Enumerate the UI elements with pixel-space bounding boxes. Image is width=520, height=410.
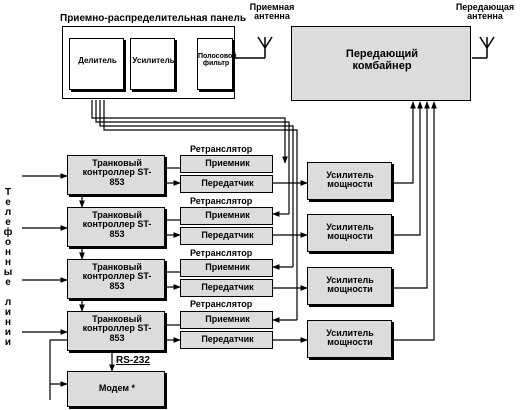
tx-antenna-icon [472, 36, 495, 59]
trunk-controller-label: Транковый контроллер ST-853 [82, 210, 152, 239]
power-amplifier: Усилитель мощности [307, 320, 392, 358]
phone-line-inputs [22, 173, 68, 335]
rx-distribution-lines [91, 100, 298, 323]
combiner-label: Передающий комбайнер [345, 48, 419, 72]
transmitter-label: Передатчик [201, 282, 254, 292]
divider-block: Делитель [69, 38, 124, 90]
power-amp-label: Усилитель мощности [326, 170, 374, 190]
amplifier-block: Усилитель [130, 38, 175, 90]
power-amp-label: Усилитель мощности [326, 275, 374, 295]
phone-lines-letter: и [4, 337, 12, 348]
power-amp-label: Усилитель мощности [326, 328, 374, 348]
phone-lines-letter: и [4, 307, 12, 318]
receiver-label: Приемник [205, 210, 250, 220]
trunk-controller: Транковый контроллер ST-853 [67, 311, 165, 351]
transmitter-label: Передатчик [201, 334, 254, 344]
power-amplifier: Усилитель мощности [307, 162, 392, 200]
rx-antenna-label: Приемная антенна [249, 2, 295, 22]
repeater-transmitter: Передатчик [180, 175, 273, 193]
amp-to-combiner-lines [392, 101, 437, 341]
repeater-receiver: Приемник [180, 207, 273, 225]
power-amp-label: Усилитель мощности [326, 222, 374, 242]
power-amplifier: Усилитель мощности [307, 214, 392, 252]
receiver-label: Приемник [205, 158, 250, 168]
transmitter-label: Передатчик [201, 230, 254, 240]
trunk-controller: Транковый контроллер ST-853 [67, 155, 165, 195]
modem-label: Модем * [98, 383, 136, 393]
phone-lines-letter: н [4, 247, 12, 258]
rx-antenna-icon [235, 36, 273, 59]
phone-lines-letter: л [4, 207, 12, 218]
phone-lines-letter: е [5, 217, 11, 228]
phone-lines-letter: е [5, 197, 11, 208]
phone-lines-letter: е [5, 277, 11, 288]
trunk-controller-label: Транковый контроллер ST-853 [82, 314, 152, 343]
filter-label: Полосовой фильтр [198, 53, 237, 68]
tx-antenna-label: Передающая антенна [455, 2, 515, 22]
phone-lines-letter: л [4, 297, 12, 308]
repeater-transmitter: Передатчик [180, 331, 273, 349]
repeater-transmitter: Передатчик [180, 279, 273, 297]
panel-title: Приемно-распределительная панель [60, 13, 246, 24]
bandpass-filter-block: Полосовой фильтр [197, 38, 237, 90]
repeater-receiver: Приемник [180, 259, 273, 277]
trunk-controller-label: Транковый контроллер ST-853 [82, 158, 152, 187]
phone-lines-letter: н [4, 257, 12, 268]
receiver-label: Приемник [205, 314, 250, 324]
repeater-receiver: Приемник [180, 311, 273, 329]
divider-label: Делитель [78, 56, 117, 65]
modem: Модем * [67, 371, 165, 407]
trunk-controller: Транковый контроллер ST-853 [67, 259, 165, 299]
repeater-title: Ретранслятор [190, 144, 253, 154]
repeater-title: Ретранслятор [190, 196, 253, 206]
repeater-transmitter: Передатчик [180, 227, 273, 245]
receiver-label: Приемник [205, 262, 250, 272]
phone-lines-letter: ы [3, 267, 13, 278]
trunk-controller: Транковый контроллер ST-853 [67, 207, 165, 247]
phone-lines-letter: ф [3, 227, 13, 238]
repeater-title: Ретранслятор [190, 299, 253, 309]
amplifier-label: Усилитель [132, 56, 175, 65]
rs232-label: RS-232 [116, 355, 150, 366]
trunk-controller-label: Транковый контроллер ST-853 [82, 262, 152, 291]
transmitter-label: Передатчик [201, 178, 254, 188]
phone-lines-letter: о [4, 237, 12, 248]
repeater-title: Ретранслятор [190, 248, 253, 258]
power-amplifier: Усилитель мощности [307, 267, 392, 305]
phone-lines-letter: н [4, 317, 12, 328]
phone-lines-letter: и [4, 327, 12, 338]
tx-combiner: Передающий комбайнер [291, 26, 471, 101]
repeater-receiver: Приемник [180, 155, 273, 173]
phone-lines-letter: Т [4, 187, 12, 198]
